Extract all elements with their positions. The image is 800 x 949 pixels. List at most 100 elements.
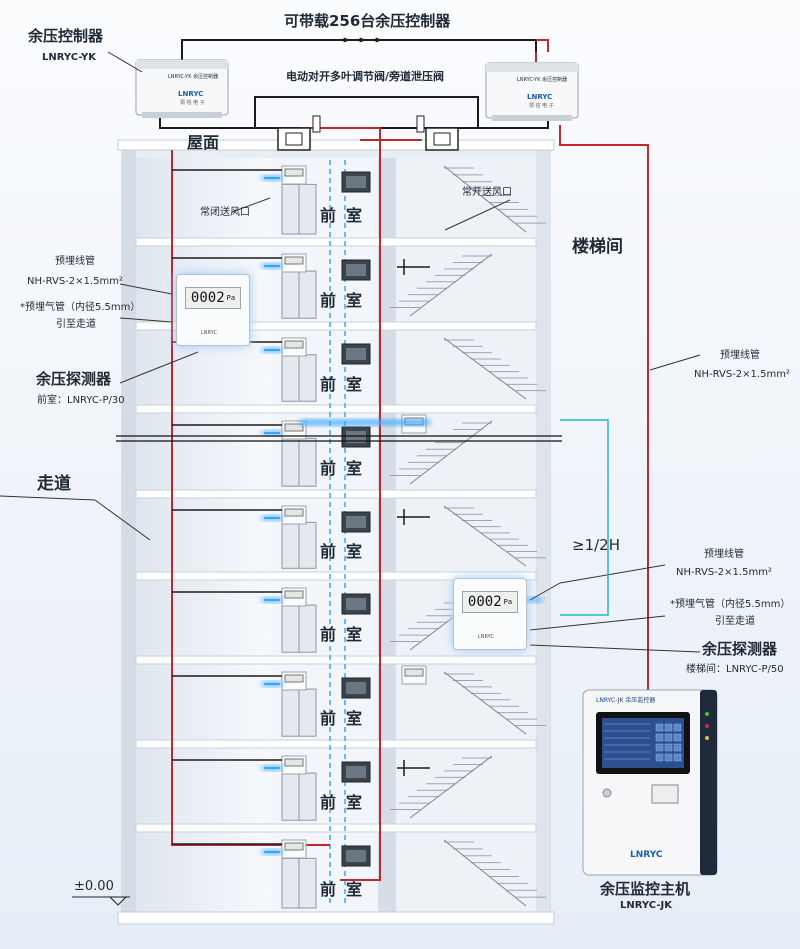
elevator-door [281, 521, 317, 569]
controller-model: LNRYC-YK [42, 52, 97, 63]
height-marker [116, 435, 562, 442]
floor-slab [135, 237, 537, 247]
staircase-label: 楼梯间 [572, 237, 623, 257]
anteroom-label-front: 前 [320, 793, 337, 813]
elevator-door [281, 857, 317, 909]
supply-vent-grille [346, 850, 366, 862]
controller-left-panel-text: LNRYC-YK 余压控制器 [168, 74, 219, 80]
supply-vent-grille [346, 348, 366, 360]
anteroom-label-front: 前 [320, 291, 337, 311]
anteroom-sensor-display [284, 590, 304, 599]
host-key [664, 743, 673, 752]
sensor-tube [264, 517, 280, 519]
left-detector-model: 前室：LNRYC-P/30 [37, 395, 125, 406]
stair-rail [443, 505, 527, 567]
elevator-door [281, 688, 317, 737]
left-conduit-route: 引至走道 [56, 319, 96, 330]
right-detector-brand: LNRYC [478, 634, 494, 640]
anteroom-sensor-display [284, 256, 304, 265]
floor-slab [135, 571, 537, 581]
elevator-door [281, 772, 317, 821]
sensor-tube [264, 767, 280, 769]
stair-rail [409, 755, 493, 819]
roof-label: 屋面 [187, 133, 220, 152]
stair-rail [443, 839, 527, 907]
anteroom-label-front: 前 [320, 374, 337, 394]
anteroom-label-front: 前 [320, 458, 337, 478]
ground-mark [72, 896, 130, 906]
host-key [655, 733, 664, 742]
host-key [664, 733, 673, 742]
roof-valves [277, 115, 459, 151]
anteroom-sensor-display [284, 842, 304, 851]
right-detector-title: 余压探测器 [702, 640, 778, 658]
staircase-zone [396, 158, 536, 918]
open-vent-label: 常开送风口 [462, 187, 512, 198]
right-lower-tube: *预埋气管（内径5.5mm） [670, 599, 791, 610]
host-key [655, 723, 664, 732]
host-brand: LNRYC [630, 850, 663, 860]
supply-vent-grille [346, 682, 366, 694]
host-key [673, 723, 682, 732]
anteroom-label-front: 前 [320, 205, 337, 225]
right-lower-spec: NH-RVS-2×1.5mm² [676, 567, 772, 578]
height-ratio: ≥1/2H [572, 536, 620, 554]
stair-rail [443, 337, 527, 400]
floor-slab [135, 655, 537, 665]
anteroom-label-room: 室 [346, 291, 363, 311]
supply-vent-grille [346, 264, 366, 276]
stair-rail [409, 253, 493, 317]
right-lower-title: 预埋线管 [704, 549, 744, 560]
anteroom-sensor-display [284, 674, 304, 683]
controller-right-brand-sub: 领 信 电 子 [529, 103, 554, 109]
controller-right-brand: LNRYC [527, 93, 553, 101]
corridor-label: 走道 [37, 474, 71, 494]
elevator-door [281, 604, 317, 653]
anteroom-label-room: 室 [346, 374, 363, 394]
anteroom-label-room: 室 [346, 541, 363, 561]
closed-vent-label: 常闭送风口 [200, 207, 250, 218]
anteroom-label-room: 室 [346, 625, 363, 645]
right-detector-unit: Pa [503, 598, 513, 606]
stair-rail [409, 420, 493, 485]
controller-left-brand-sub: 领 信 电 子 [180, 100, 205, 106]
host-key [655, 743, 664, 752]
controller-right-panel-text: LNRYC-YK 余压控制器 [517, 77, 568, 83]
right-conduit-title: 预埋线管 [720, 350, 760, 361]
floor-level: ±0.00 [74, 879, 114, 894]
anteroom-sensor-display [284, 423, 304, 432]
sensor-tube [264, 349, 280, 351]
elevator-door [281, 354, 317, 402]
sensor-tube [264, 599, 280, 601]
anteroom-label-front: 前 [320, 625, 337, 645]
controller-left-brand: LNRYC [178, 90, 204, 98]
controller-left [135, 59, 229, 118]
valve-label: 电动对开多叶调节阀/旁道泄压阀 [286, 70, 445, 83]
sensor-tube [264, 265, 280, 267]
controller-title: 余压控制器 [28, 27, 104, 45]
supply-vent-grille [346, 598, 366, 610]
supply-vent-grille [346, 766, 366, 778]
right-lower-route: 引至走道 [715, 616, 755, 627]
anteroom-label-front: 前 [320, 541, 337, 561]
anteroom-sensor-display [284, 758, 304, 767]
anteroom-label-room: 室 [346, 879, 363, 899]
host-title: 余压监控主机 [600, 880, 691, 898]
supply-vent-grille [346, 431, 366, 443]
glow-line [300, 420, 430, 425]
stair-sensor-display [404, 668, 424, 677]
right-detector-model: 楼梯间：LNRYC-P/50 [686, 664, 784, 675]
floor-slab [135, 823, 537, 833]
anteroom-sensor-display [284, 508, 304, 517]
anteroom-label-room: 室 [346, 458, 363, 478]
left-detector-device: 0002 Pa LNRYC [176, 274, 250, 346]
right-detector-reading: 0002 [467, 594, 502, 610]
host-key [673, 743, 682, 752]
anteroom-label-room: 室 [346, 205, 363, 225]
top-title: 可带载256台余压控制器 [284, 12, 451, 30]
host-key [673, 753, 682, 762]
controller-right [485, 62, 579, 121]
anteroom-label-room: 室 [346, 793, 363, 813]
stair-rail [443, 165, 527, 233]
